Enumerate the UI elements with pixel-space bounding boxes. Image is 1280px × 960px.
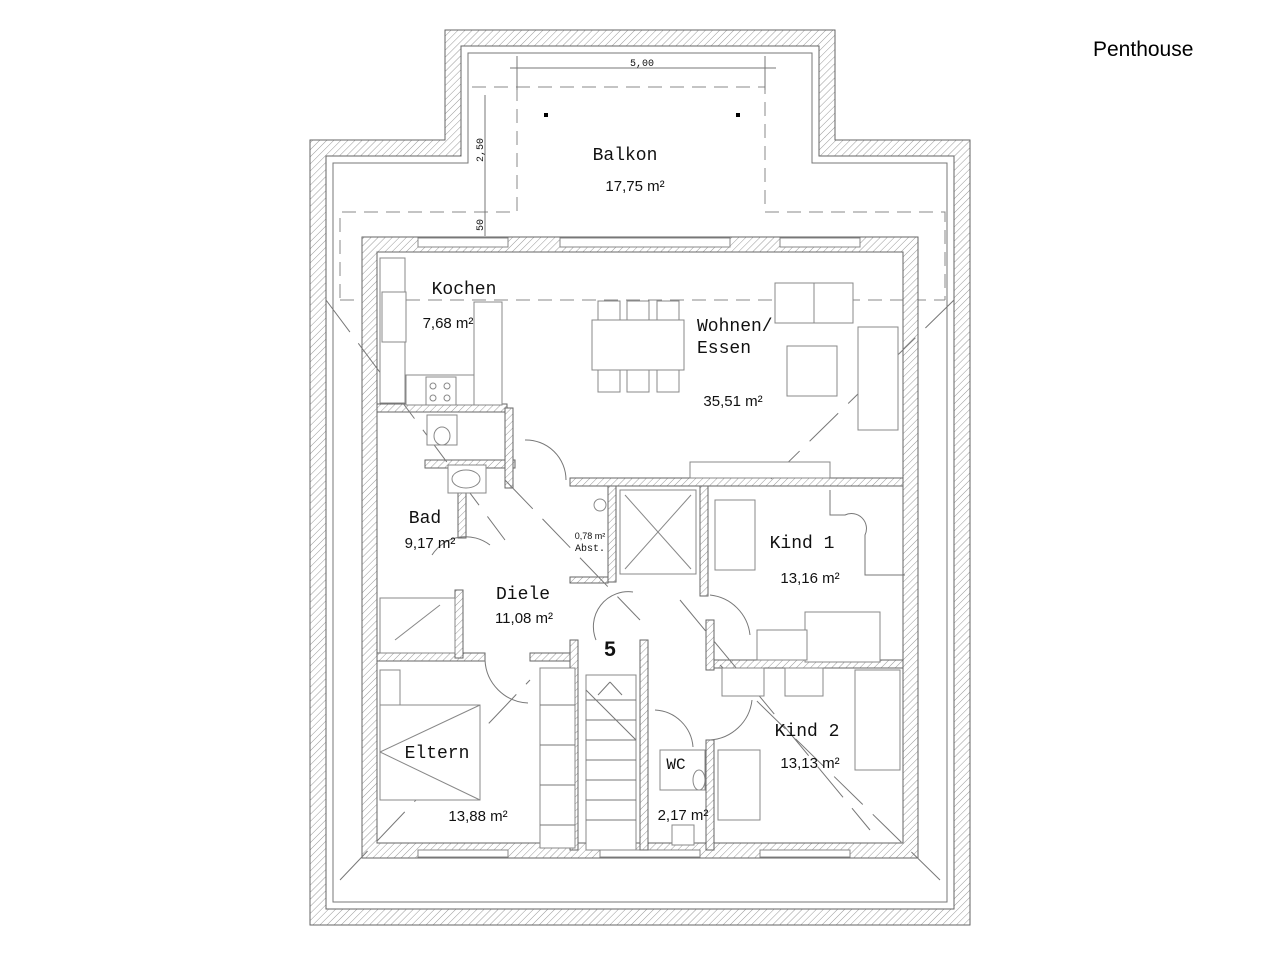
room-name-balkon: Balkon <box>593 146 658 166</box>
parapet-wall <box>309 29 971 926</box>
dimension-width: 5,00 <box>630 59 654 70</box>
doors <box>431 439 753 748</box>
balcony-outline <box>339 86 946 301</box>
room-name-eltern: Eltern <box>405 744 470 764</box>
room-labels: Balkon 17,75 m² Kochen 7,68 m² Wohnen/ E… <box>405 146 840 825</box>
room-name-kind2: Kind 2 <box>775 722 840 742</box>
dimension-offset: 50 <box>476 219 487 231</box>
room-area-wohnen: 35,51 m² <box>703 393 762 410</box>
room-name-wohnen: Wohnen/ <box>697 317 773 337</box>
room-area-kind2: 13,13 m² <box>780 755 839 772</box>
dimension-depth: 2,50 <box>476 138 487 162</box>
stair-number: 5 <box>604 638 616 661</box>
room-area-kochen: 7,68 m² <box>423 315 474 332</box>
elevator-shaft <box>593 489 697 575</box>
bath-fixtures <box>379 414 487 654</box>
room-area-eltern: 13,88 m² <box>448 808 507 825</box>
staircase[interactable] <box>585 674 637 851</box>
floor-title: Penthouse <box>1093 38 1194 61</box>
room-area-abst: 0,78 m² <box>575 531 606 541</box>
living-furniture <box>689 282 899 479</box>
room-name-abst: Abst. <box>575 543 605 555</box>
room-name-kind1: Kind 1 <box>770 534 835 554</box>
room-area-kind1: 13,16 m² <box>780 570 839 587</box>
dining-table <box>591 300 685 393</box>
room-name-essen: Essen <box>697 339 751 359</box>
room-area-wc: 2,17 m² <box>658 807 709 824</box>
room-name-kochen: Kochen <box>432 280 497 300</box>
room-area-bad: 9,17 m² <box>405 535 456 552</box>
room-name-bad: Bad <box>409 509 441 529</box>
bedroom-furniture <box>379 667 576 849</box>
room-area-diele: 11,08 m² <box>495 610 553 627</box>
kitchen-furniture <box>379 257 503 406</box>
room-area-balkon: 17,75 m² <box>605 178 664 195</box>
kids-room-furniture <box>659 490 905 846</box>
room-name-wc: WC <box>666 756 685 774</box>
room-name-diele: Diele <box>496 585 550 605</box>
